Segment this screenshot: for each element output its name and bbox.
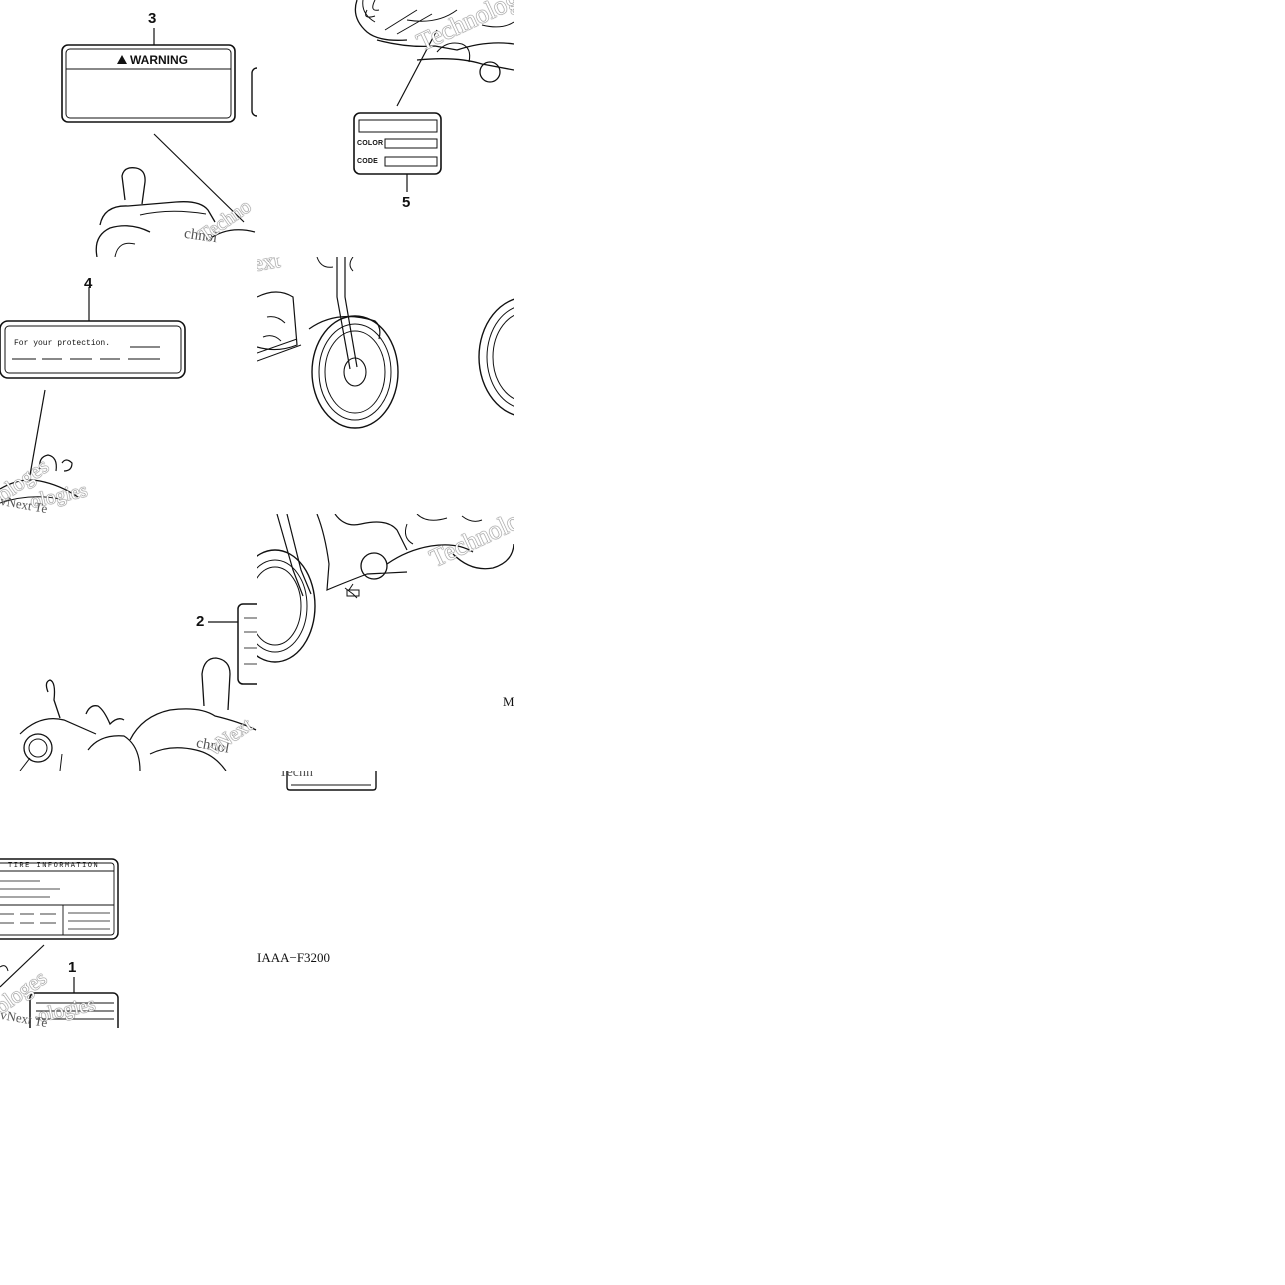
tile-front-wheel: ext — [257, 257, 514, 514]
protection-label-drawing — [0, 287, 186, 504]
tile-tire-info: TIRE INFORMATION 1 ologes ologies vNext … — [0, 771, 257, 1028]
callout-2: 2 — [196, 613, 205, 630]
tile-color-code-label: COLOR CODE 5 Technologies — [257, 0, 514, 257]
watermark-text-4: Techn — [279, 771, 314, 780]
code-text: CODE — [357, 158, 379, 165]
bike-front-drawing — [257, 514, 514, 663]
tile-label-2: 2 chnol vNext — [0, 514, 257, 771]
tile-bike-front: Technologies M — [257, 514, 514, 771]
tire-info-title: TIRE INFORMATION — [8, 862, 100, 870]
figure-code: IAAA−F3200 — [257, 950, 331, 965]
tile-fragment-strip: Techn — [257, 771, 514, 795]
protection-text: For your protection. — [14, 339, 111, 348]
tire-info-drawing — [0, 858, 119, 1028]
callout-5: 5 — [402, 194, 411, 211]
label-2-drawing — [19, 603, 257, 771]
callout-4: 4 — [84, 275, 93, 292]
tile-protection-label: 4 For your protection. ologes ologies vN… — [0, 257, 257, 514]
callout-3: 3 — [148, 10, 157, 27]
fragment-strip-drawing — [286, 771, 377, 791]
tile-warning-label: 3 WARNING chnol Techno — [0, 0, 257, 257]
color-text: COLOR — [357, 140, 384, 147]
figure-code-fragment: M — [503, 694, 514, 709]
callout-1: 1 — [68, 959, 77, 976]
warning-text: WARNING — [130, 53, 188, 67]
front-wheel-drawing — [257, 257, 514, 429]
color-code-label-drawing — [353, 0, 514, 192]
warning-label-drawing — [61, 28, 257, 257]
